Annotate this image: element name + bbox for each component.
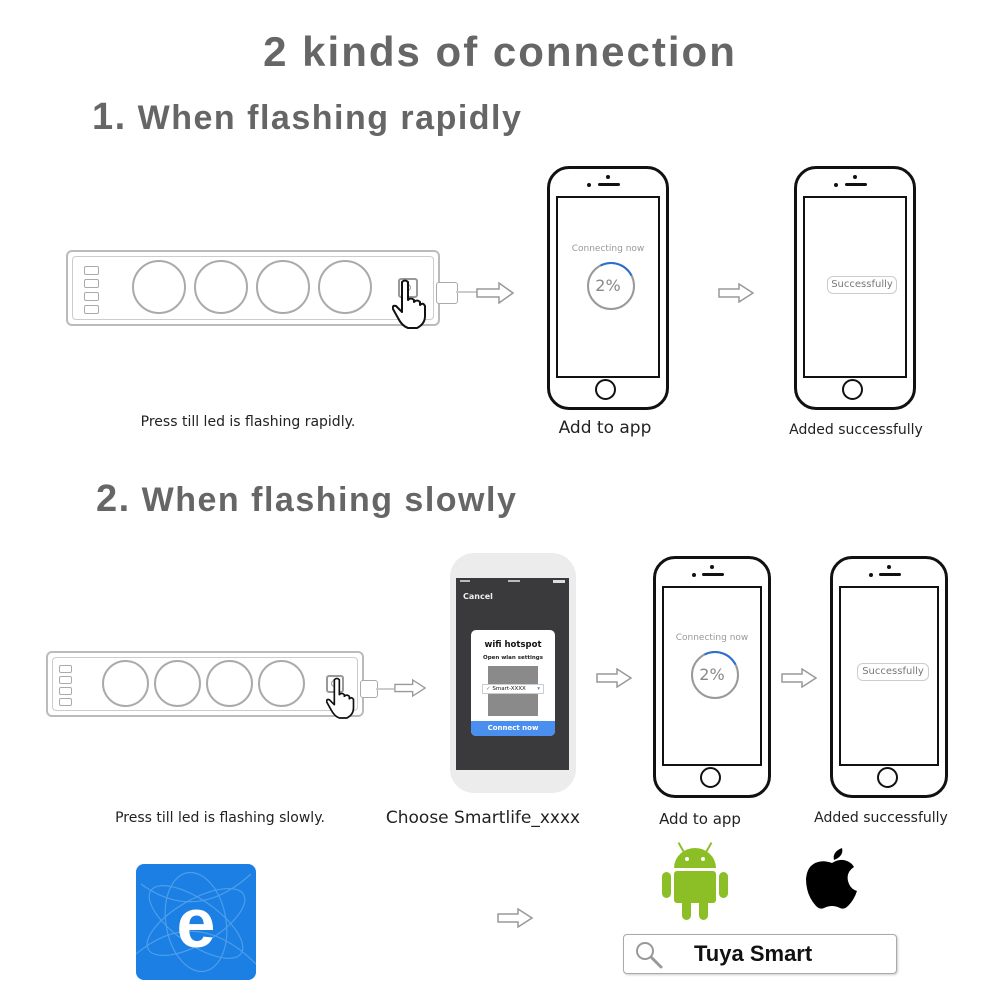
- dialog-subtitle: Open wlan settings: [483, 655, 543, 661]
- outlet-socket: [154, 660, 201, 707]
- wifi-network-name: Smart-XXXX: [492, 686, 526, 692]
- app-store-search[interactable]: Tuya Smart: [623, 934, 897, 974]
- cord: [456, 291, 478, 293]
- app-icon-pattern: [136, 871, 256, 973]
- usb-port: [59, 687, 72, 695]
- arrow-right-icon: [718, 283, 754, 303]
- power-strip: [66, 250, 440, 326]
- cancel-button[interactable]: Cancel: [463, 592, 493, 601]
- phone-screen: Connecting now 2%: [556, 196, 660, 378]
- search-icon: [634, 940, 664, 974]
- step-caption: Add to app: [659, 810, 741, 828]
- step-caption: Press till led is flashing rapidly.: [140, 414, 356, 430]
- usb-port: [84, 292, 99, 301]
- app-icon[interactable]: e: [136, 864, 256, 980]
- step-caption: Choose Smartlife_xxxx: [385, 808, 581, 828]
- plug-icon: [436, 282, 458, 304]
- android-icon: [660, 838, 730, 926]
- outlet-socket: [318, 260, 372, 314]
- pointing-hand-icon: [391, 278, 428, 334]
- arrow-right-icon: [497, 908, 533, 928]
- phone-success: Successfully: [794, 166, 916, 410]
- cord: [376, 688, 394, 690]
- phone-connecting: Connecting now 2%: [653, 556, 771, 798]
- usb-port: [84, 305, 99, 314]
- page-title: 2 kinds of connection: [263, 28, 737, 75]
- outlet-socket: [206, 660, 253, 707]
- section-2-number: 2.: [96, 478, 131, 520]
- dialog-title: wifi hotspot: [484, 640, 542, 650]
- usb-port: [59, 665, 72, 673]
- outlet-socket: [132, 260, 186, 314]
- phone-screen: Successfully: [839, 586, 939, 766]
- wifi-icon: ▾: [537, 686, 540, 692]
- section-1-title: When flashing rapidly: [137, 99, 523, 137]
- status-bar: [456, 580, 569, 586]
- phone-screen: Cancel wifi hotspot Open wlan settings ✓…: [456, 578, 569, 770]
- outlet-socket: [258, 660, 305, 707]
- usb-port: [84, 266, 99, 275]
- phone-success: Successfully: [830, 556, 948, 798]
- search-query: Tuya Smart: [694, 941, 813, 966]
- home-button: [595, 379, 616, 400]
- usb-port: [59, 676, 72, 684]
- section-2-heading: 2. When flashing slowly: [96, 478, 517, 521]
- home-button: [842, 379, 863, 400]
- outlet-socket: [194, 260, 248, 314]
- step-caption: Added successfully: [789, 422, 923, 438]
- section-1-number: 1.: [92, 96, 127, 138]
- apple-icon: [804, 844, 860, 914]
- step-caption: Add to app: [558, 418, 652, 438]
- arrow-right-icon: [394, 678, 426, 698]
- section-2-title: When flashing slowly: [141, 481, 518, 519]
- usb-port: [59, 698, 72, 706]
- step-caption: Added successfully: [814, 810, 948, 826]
- pointing-hand-icon: [325, 676, 356, 724]
- phone-wifi-hotspot: Cancel wifi hotspot Open wlan settings ✓…: [450, 553, 576, 793]
- progress-ring: [691, 651, 739, 699]
- usb-port: [84, 279, 99, 288]
- arrow-right-icon: [781, 668, 817, 688]
- app-icon-letter: e: [176, 884, 216, 962]
- outlet-socket: [102, 660, 149, 707]
- outlet-socket: [256, 260, 310, 314]
- progress-percent: 2%: [699, 665, 725, 684]
- success-pill: Successfully: [857, 663, 929, 681]
- section-1-heading: 1. When flashing rapidly: [92, 96, 522, 139]
- arrow-right-icon: [476, 282, 514, 304]
- home-button: [700, 767, 721, 788]
- progress-percent: 2%: [595, 276, 621, 295]
- step-caption: Press till led is flashing slowly.: [115, 810, 325, 826]
- progress-ring: [587, 262, 635, 310]
- wifi-list: ✓ Smart-XXXX ▾: [482, 666, 544, 716]
- wifi-network-row[interactable]: ✓ Smart-XXXX ▾: [482, 684, 544, 694]
- phone-connecting: Connecting now 2%: [547, 166, 669, 410]
- connecting-label: Connecting now: [675, 633, 749, 643]
- wifi-hotspot-dialog: wifi hotspot Open wlan settings ✓ Smart-…: [471, 630, 555, 736]
- arrow-right-icon: [596, 668, 632, 688]
- success-pill: Successfully: [827, 276, 897, 294]
- home-button: [877, 767, 898, 788]
- phone-screen: Connecting now 2%: [662, 586, 762, 766]
- connect-now-button[interactable]: Connect now: [471, 721, 555, 736]
- power-strip: [46, 651, 364, 717]
- connecting-label: Connecting now: [571, 244, 645, 254]
- phone-screen: Successfully: [803, 196, 907, 378]
